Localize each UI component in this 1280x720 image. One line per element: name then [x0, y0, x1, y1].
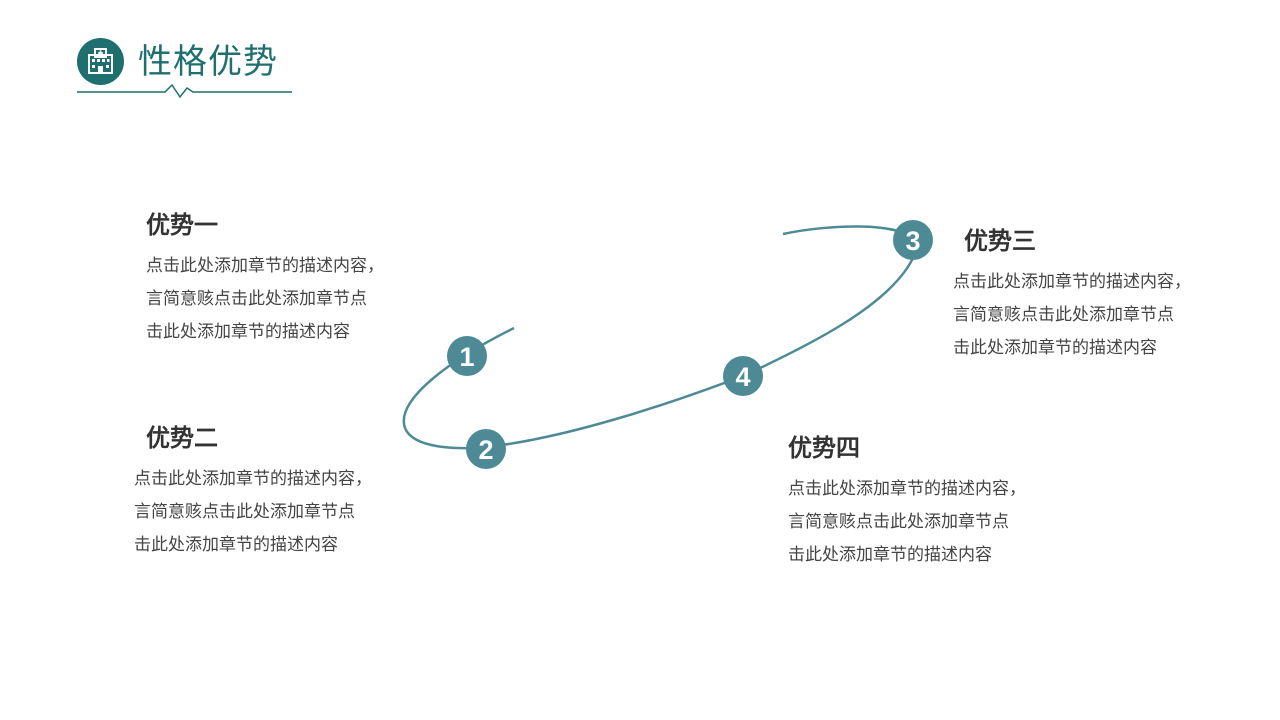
advantage-desc-4: 点击此处添加章节的描述内容， 言简意赅点击此处添加章节点 击此处添加章节的描述内… — [788, 473, 1026, 572]
advantage-desc-line: 言简意赅点击此处添加章节点 — [788, 512, 1009, 532]
advantage-desc-line: 击此处添加章节的描述内容 — [146, 322, 350, 342]
advantage-desc-line: 点击此处添加章节的描述内容， — [953, 272, 1191, 292]
advantage-desc-line: 言简意赅点击此处添加章节点 — [146, 289, 367, 309]
advantage-block-3: 优势三 点击此处添加章节的描述内容， 言简意赅点击此处添加章节点 击此处添加章节… — [953, 226, 1191, 365]
advantage-desc-line: 言简意赅点击此处添加章节点 — [953, 305, 1174, 325]
advantage-desc-2: 点击此处添加章节的描述内容， 言简意赅点击此处添加章节点 击此处添加章节的描述内… — [134, 463, 372, 562]
advantage-desc-line: 言简意赅点击此处添加章节点 — [134, 502, 355, 522]
step-marker-1: 1 — [447, 336, 487, 376]
header-badge — [77, 38, 124, 85]
advantage-desc-line: 击此处添加章节的描述内容 — [134, 535, 338, 555]
advantage-title-4: 优势四 — [788, 434, 860, 462]
advantage-title-1: 优势一 — [146, 211, 218, 239]
step-marker-4: 4 — [723, 356, 763, 396]
advantage-desc-3: 点击此处添加章节的描述内容， 言简意赅点击此处添加章节点 击此处添加章节的描述内… — [953, 266, 1191, 365]
hospital-icon — [88, 48, 113, 74]
advantage-block-2: 优势二 点击此处添加章节的描述内容， 言简意赅点击此处添加章节点 击此处添加章节… — [134, 423, 372, 562]
advantage-block-1: 优势一 点击此处添加章节的描述内容， 言简意赅点击此处添加章节点 击此处添加章节… — [146, 210, 384, 349]
page-title: 性格优势 — [138, 42, 278, 82]
advantage-desc-line: 点击此处添加章节的描述内容， — [146, 256, 384, 276]
advantage-desc-line: 点击此处添加章节的描述内容， — [788, 479, 1026, 499]
advantage-title-2: 优势二 — [146, 424, 218, 452]
step-marker-2: 2 — [466, 429, 506, 469]
advantage-desc-line: 击此处添加章节的描述内容 — [953, 338, 1157, 358]
step-marker-3: 3 — [893, 220, 933, 260]
advantage-title-3: 优势三 — [964, 227, 1036, 255]
advantage-desc-line: 击此处添加章节的描述内容 — [788, 545, 992, 565]
advantage-block-4: 优势四 点击此处添加章节的描述内容， 言简意赅点击此处添加章节点 击此处添加章节… — [788, 433, 1026, 572]
step-number-3: 3 — [905, 226, 920, 256]
header-underline — [77, 83, 292, 99]
advantage-desc-line: 点击此处添加章节的描述内容， — [134, 469, 372, 489]
step-number-2: 2 — [478, 435, 493, 465]
loop-path-rise — [485, 257, 915, 449]
step-number-1: 1 — [459, 342, 474, 372]
advantage-desc-1: 点击此处添加章节的描述内容， 言简意赅点击此处添加章节点 击此处添加章节的描述内… — [146, 250, 384, 349]
step-number-4: 4 — [735, 362, 750, 392]
